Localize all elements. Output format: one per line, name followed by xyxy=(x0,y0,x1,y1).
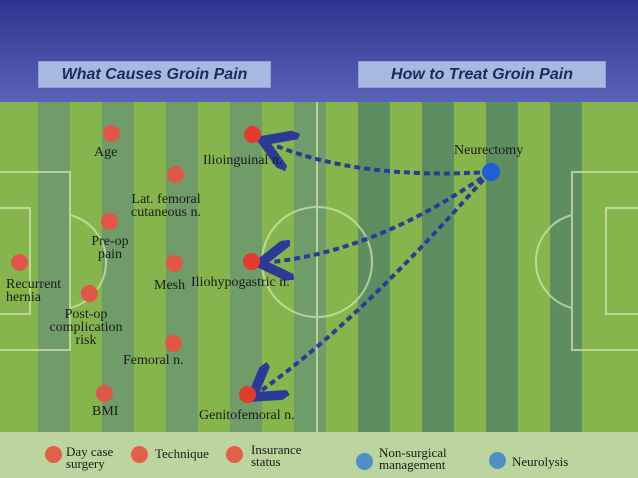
right-header: How to Treat Groin Pain xyxy=(358,61,606,88)
left-goal-box xyxy=(0,207,31,315)
iliohypogastric-label: Iliohypogastric n. xyxy=(191,275,290,290)
legend-strip xyxy=(0,432,638,478)
legend-dot xyxy=(226,446,243,463)
legend-technique: Technique xyxy=(155,446,209,461)
neurectomy-dot xyxy=(482,163,500,181)
arrow-to-iliohypogastric xyxy=(272,170,492,262)
pre-op-pain-dot xyxy=(101,213,118,230)
right-goal-box xyxy=(605,207,638,315)
arrow-to-genitofemoral xyxy=(262,170,492,390)
bmi-dot xyxy=(96,385,113,402)
age-label: Age xyxy=(94,145,118,160)
legend-day-case: Day case surgery xyxy=(66,444,114,471)
right-penalty-arc xyxy=(534,214,573,309)
genitofemoral-dot xyxy=(239,386,256,403)
post-op-label: Post-op complication risk xyxy=(49,307,123,348)
ilioinguinal-dot xyxy=(244,126,261,143)
field-stripe xyxy=(358,102,390,432)
field-stripe xyxy=(550,102,582,432)
neurectomy-label: Neurectomy xyxy=(454,143,524,158)
femoral-label: Femoral n. xyxy=(123,353,184,368)
genitofemoral-label: Genitofemoral n. xyxy=(199,408,295,423)
legend-dot xyxy=(45,446,62,463)
femoral-dot xyxy=(165,335,182,352)
arrow-to-ilioinguinal xyxy=(274,145,491,176)
right-penalty-box xyxy=(571,171,638,351)
mesh-label: Mesh xyxy=(154,278,186,293)
legend-dot xyxy=(131,446,148,463)
legend-insurance: Insurance status xyxy=(251,442,302,469)
mesh-dot xyxy=(166,255,183,272)
field-stripe xyxy=(422,102,454,432)
age-dot xyxy=(103,125,120,142)
field-stripe xyxy=(38,102,70,432)
recurrent-hernia-dot xyxy=(11,254,28,271)
field-stripe xyxy=(102,102,134,432)
field-stripe xyxy=(486,102,518,432)
lat-femoral-dot xyxy=(167,166,184,183)
legend-neurolysis: Neurolysis xyxy=(512,454,569,469)
post-op-dot xyxy=(81,285,98,302)
ilioinguinal-label: Ilioinguinal n. xyxy=(203,153,283,168)
left-header: What Causes Groin Pain xyxy=(38,61,271,88)
iliohypogastric-dot xyxy=(243,253,260,270)
left-penalty-box xyxy=(0,171,71,351)
pre-op-pain-label: Pre-op pain xyxy=(91,234,129,262)
legend-dot xyxy=(489,452,506,469)
legend-non-surgical: Non-surgical management xyxy=(379,445,447,472)
bmi-label: BMI xyxy=(92,404,119,419)
recurrent-hernia-label: Recurrent hernia xyxy=(6,277,62,305)
lat-femoral-label: Lat. femoral cutaneous n. xyxy=(131,192,201,220)
legend-dot xyxy=(356,453,373,470)
